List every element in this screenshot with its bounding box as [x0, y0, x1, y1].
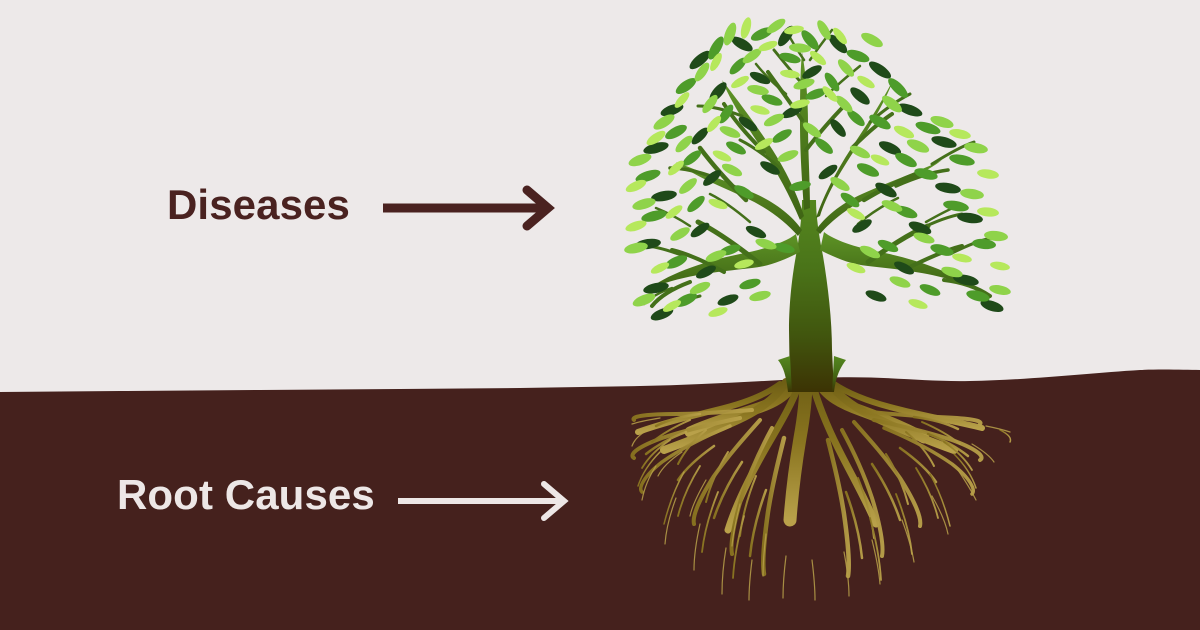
- right-arrow-icon: [398, 481, 569, 521]
- diseases-label: Diseases: [167, 181, 350, 228]
- diseases-arrow: [381, 184, 559, 237]
- right-arrow-icon: [383, 185, 555, 231]
- root-causes-label: Root Causes: [117, 471, 375, 518]
- tree-trunk: [778, 200, 846, 392]
- root-causes-arrow: [396, 477, 574, 530]
- tree-leaves: [624, 17, 1011, 321]
